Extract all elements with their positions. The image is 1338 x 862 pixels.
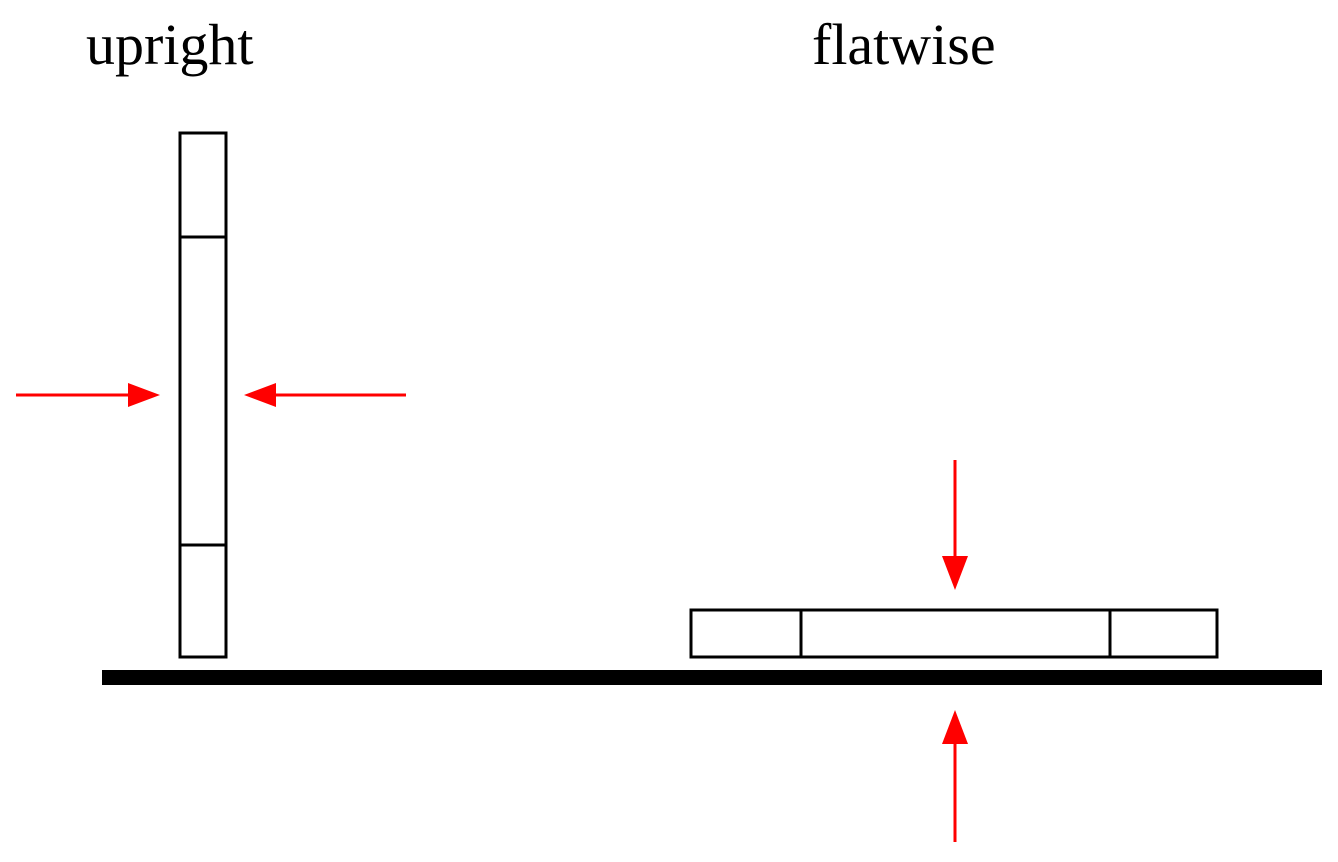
upright-specimen-body (178, 131, 228, 659)
load-arrows (16, 383, 968, 842)
arrow-down-icon (942, 460, 968, 590)
flatwise-specimen (689, 608, 1219, 659)
base-platform (102, 670, 1322, 685)
arrow-up-icon (942, 710, 968, 842)
upright-specimen (178, 131, 228, 659)
flatwise-label: flatwise (812, 12, 996, 77)
arrow-left-icon (244, 383, 406, 407)
upright-label: upright (86, 12, 254, 77)
flatwise-specimen-body (689, 608, 1219, 659)
arrow-right-icon (16, 383, 160, 407)
